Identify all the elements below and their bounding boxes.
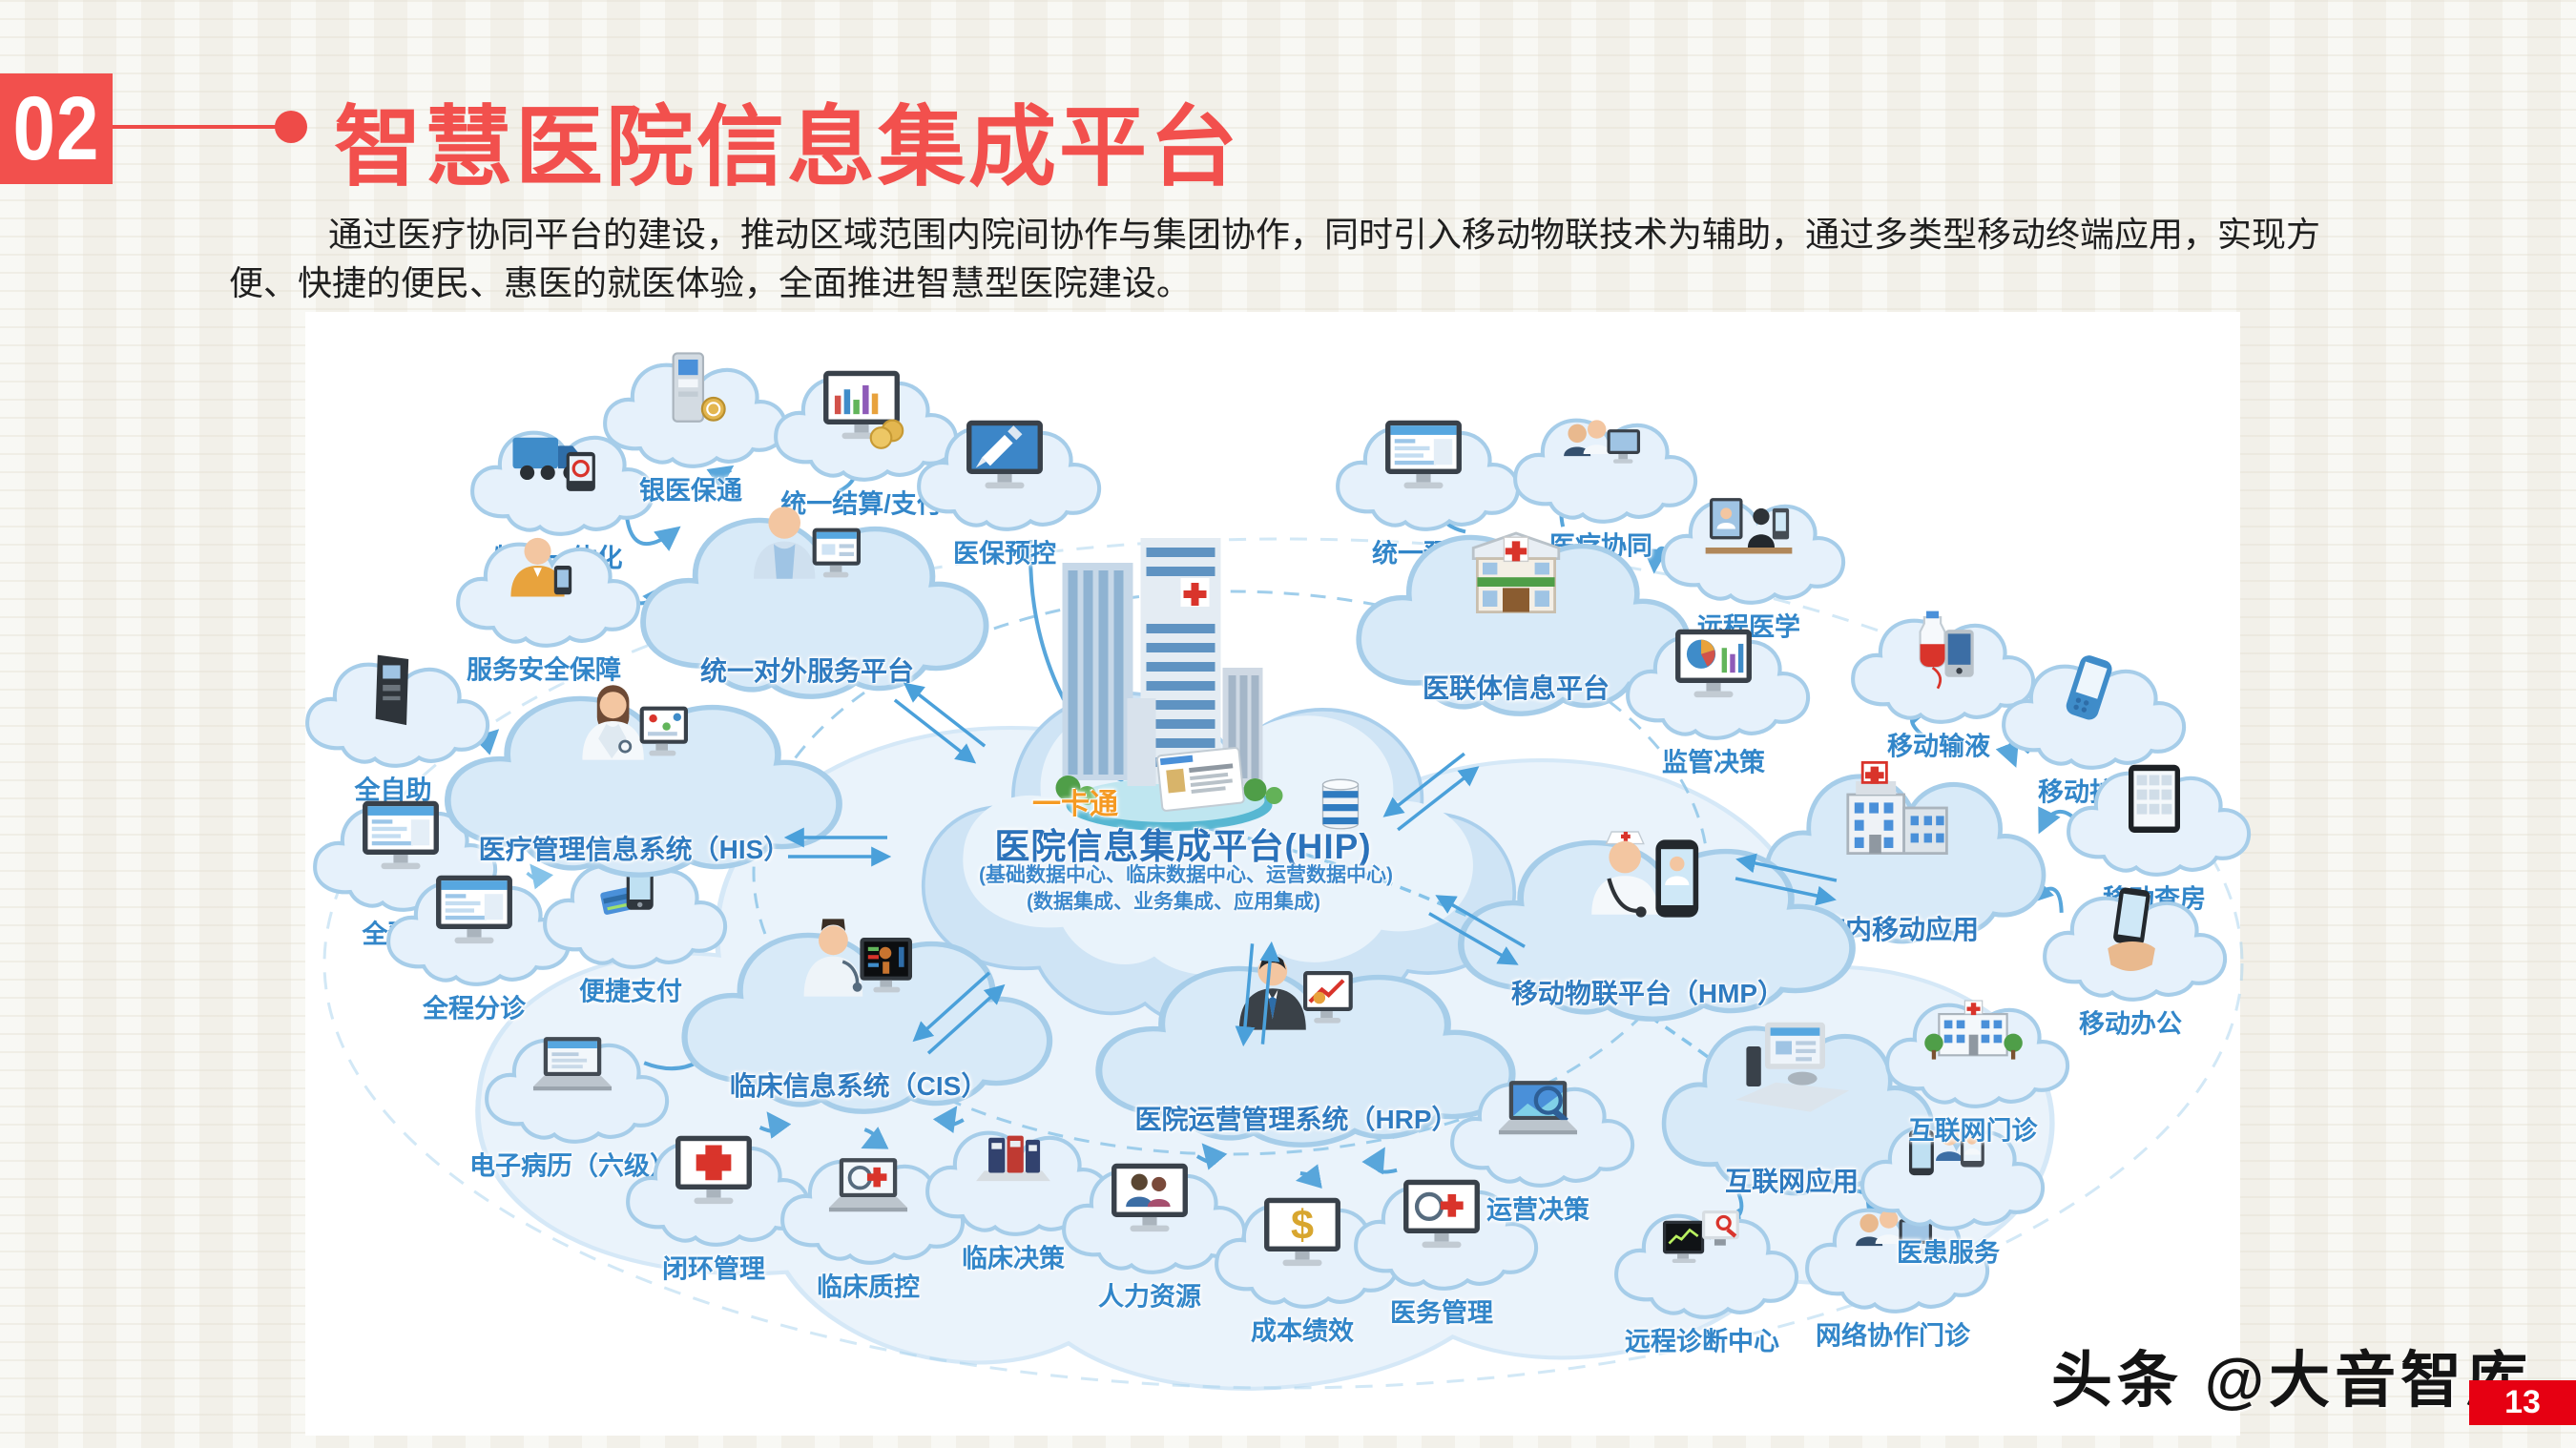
laptop-med-icon	[828, 1158, 908, 1212]
node-label-renli: 人力资源	[1098, 1282, 1201, 1312]
node-label-hrp: 医院运营管理系统（HRP）	[1134, 1105, 1459, 1134]
page-number: 13	[2504, 1384, 2541, 1420]
people-pc-icon	[1564, 420, 1641, 464]
pda-icon	[2066, 655, 2112, 720]
suit-monitor-icon	[1238, 955, 1353, 1030]
node-label-hulianmz: 互联网门诊	[1908, 1116, 2038, 1146]
svg-text:$: $	[1291, 1203, 1314, 1249]
section-number: 02	[12, 77, 100, 178]
page-title: 智慧医院信息集成平台	[334, 99, 1241, 197]
node-label-bihuan: 闭环管理	[662, 1254, 765, 1284]
node-label-bangong: 移动办公	[2079, 1009, 2182, 1039]
monitor-cross-icon	[675, 1135, 752, 1205]
hospital-trees-icon	[1924, 1000, 2023, 1060]
laptop-icon	[532, 1037, 613, 1091]
person-orange-icon	[510, 537, 572, 597]
nurse-monitor-icon	[582, 685, 688, 760]
section-number-badge: 02	[0, 73, 113, 184]
node-label-chengben: 成本绩效	[1251, 1316, 1354, 1346]
person-monitor-icon	[754, 507, 861, 579]
node-label-yuanzhen: 远程诊断中心	[1625, 1327, 1779, 1356]
phone-hand-icon	[2108, 887, 2155, 972]
node-label-yunjuece: 运营决策	[1486, 1195, 1589, 1225]
monitor-rows-icon	[1385, 420, 1462, 489]
watermark-text: 头条 @大音智库	[2051, 1346, 2533, 1415]
node-label-cis: 临床信息系统（CIS）	[729, 1071, 988, 1101]
laptop-mag-icon	[1498, 1081, 1578, 1135]
folders-icon	[976, 1135, 1050, 1182]
monitor-pie-icon	[1675, 629, 1752, 698]
monitor-bars-icon	[823, 370, 904, 449]
node-label-his: 医疗管理信息系统（HIS）	[478, 835, 791, 864]
node-label-yihuan: 医患服务	[1897, 1238, 2000, 1268]
title-bullet-dot	[275, 111, 307, 143]
node-label-yiwu: 医务管理	[1390, 1298, 1493, 1328]
node-label-zhikong: 临床质控	[817, 1272, 920, 1302]
tele-desk-icon	[1705, 498, 1793, 554]
truck-icon	[512, 437, 595, 491]
body-paragraph: 通过医疗协同平台的建设，推动区域范围内院间协作与集团协作，同时引入移动物联技术为…	[229, 215, 2321, 302]
node-label-linjuece: 临床决策	[962, 1244, 1065, 1273]
monitor-dollar-icon: $	[1264, 1197, 1340, 1267]
node-label-ylt: 医联体信息平台	[1422, 673, 1610, 703]
node-label-wangluo: 网络协作门诊	[1816, 1321, 1970, 1351]
iv-icon	[1919, 610, 1974, 690]
node-label-hmp: 移动物联平台（HMP）	[1510, 979, 1785, 1008]
doctor-monitor-icon	[803, 919, 912, 997]
kiosk-icon	[672, 352, 726, 423]
tablet-icon	[2129, 764, 2180, 833]
node-label-jianguan: 监管决策	[1662, 748, 1765, 777]
node-label-jiesuan: 统一结算/支付	[780, 489, 943, 519]
node-label-shuye: 移动输液	[1887, 732, 1990, 761]
title-rule-line	[113, 125, 277, 129]
monitor-syringe-icon	[966, 420, 1043, 489]
dual-monitor-icon	[1662, 1210, 1739, 1264]
nurse-phone-icon	[1591, 831, 1699, 918]
monitor-people-icon	[1111, 1163, 1188, 1232]
shop-icon	[1471, 531, 1561, 613]
page-number-badge: 13	[2469, 1380, 2576, 1425]
